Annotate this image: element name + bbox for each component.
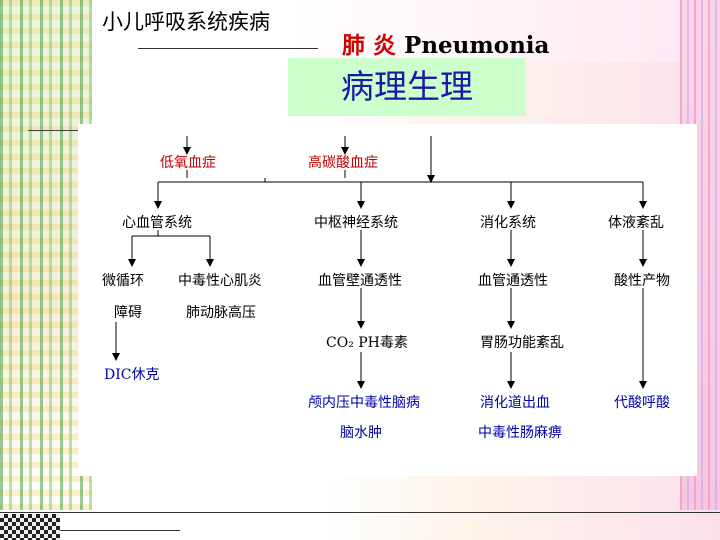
- node-metabolic-acidosis: 代酸呼酸: [614, 392, 670, 412]
- node-acid-products: 酸性产物: [614, 270, 670, 290]
- topic-title-en: Pneumonia: [404, 32, 549, 59]
- checker-pattern-decoration: [0, 514, 60, 540]
- node-fluid-disorder: 体液紊乱: [608, 212, 664, 232]
- course-title: 小儿呼吸系统疾病: [102, 6, 270, 36]
- node-cns: 中枢神经系统: [314, 212, 398, 232]
- node-pulmonary-hypertension: 肺动脉高压: [186, 302, 256, 322]
- node-toxic-ileus: 中毒性肠麻痹: [478, 422, 562, 442]
- section-title: 病理生理: [288, 58, 526, 116]
- node-toxic-myocarditis: 中毒性心肌炎: [178, 270, 262, 290]
- node-dic-shock: DIC休克: [104, 364, 159, 384]
- footer-divider: [0, 512, 720, 513]
- node-hypercapnia: 高碳酸血症: [308, 152, 378, 172]
- diagram-connectors: [78, 124, 697, 476]
- node-cns-vessel-permeability: 血管壁通透性: [318, 270, 402, 290]
- node-brain-edema: 脑水肿: [340, 422, 382, 442]
- node-hypoxemia: 低氧血症: [160, 152, 216, 172]
- footer-divider-short: [60, 530, 180, 531]
- node-intracranial-toxic-encephalopathy: 颅内压中毒性脑病: [308, 392, 420, 412]
- topic-title-cn: 肺 炎: [342, 32, 396, 59]
- node-disorder: 障碍: [114, 302, 142, 322]
- node-digestive-vessel-permeability: 血管通透性: [478, 270, 548, 290]
- node-microcirculation: 微循环: [102, 270, 144, 290]
- node-co2-ph-toxin: CO₂ PH毒素: [326, 332, 408, 352]
- topic-title: 肺 炎 Pneumonia: [342, 26, 549, 60]
- node-cardiovascular-system: 心血管系统: [122, 212, 192, 232]
- node-gi-bleeding: 消化道出血: [480, 392, 550, 412]
- title-underline: [138, 48, 318, 49]
- node-gi-disorder: 胃肠功能紊乱: [480, 332, 564, 352]
- node-digestive-system: 消化系统: [480, 212, 536, 232]
- pathophysiology-diagram: 低氧血症 高碳酸血症 心血管系统 中枢神经系统 消化系统 体液紊乱 微循环 中毒…: [78, 124, 697, 476]
